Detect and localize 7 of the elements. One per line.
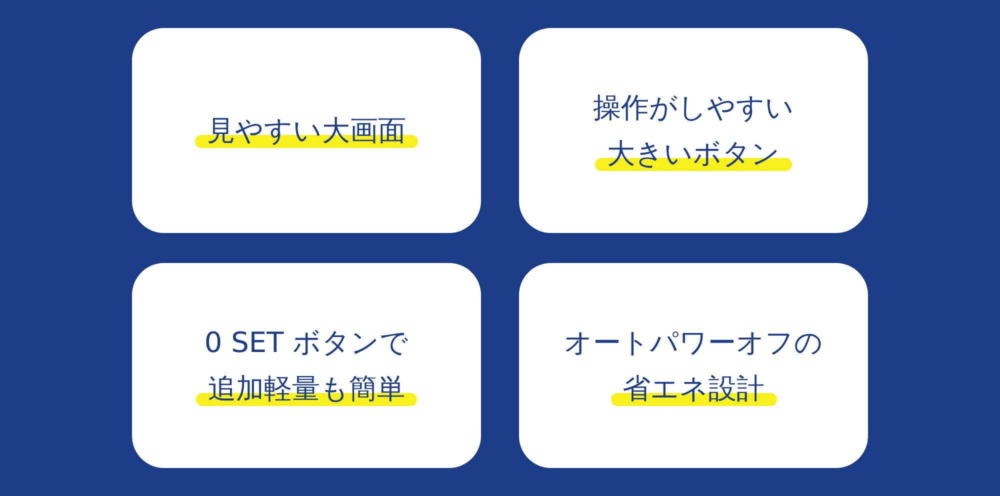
feature-text: 0 SET ボタンで	[203, 324, 410, 360]
feature-card	[519, 28, 868, 233]
feature-card	[132, 28, 481, 233]
feature-text: 操作がしやすい	[592, 90, 795, 126]
feature-text: オートパワーオフの	[563, 324, 824, 360]
feature-card	[519, 263, 868, 468]
feature-card	[132, 263, 481, 468]
